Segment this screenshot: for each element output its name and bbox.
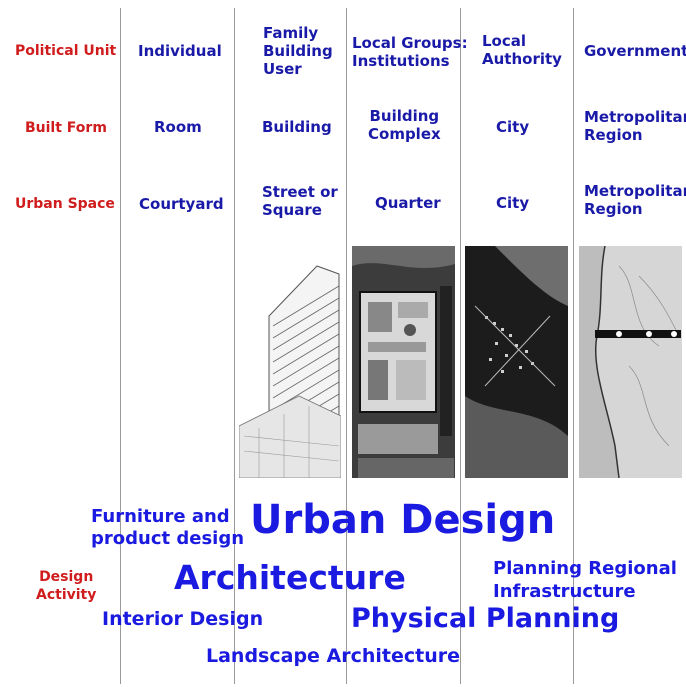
term-landscape-architecture: Landscape Architecture (206, 645, 461, 667)
regional-map-image (579, 246, 682, 478)
term-furniture-product-design: Furniture and product design (91, 506, 245, 549)
term-planning-regional-infrastructure: Planning Regional Infrastructure (493, 558, 677, 602)
urban-quarter: Quarter (375, 194, 441, 212)
political-local-groups: Local Groups: Institutions (352, 34, 468, 70)
urban-courtyard: Courtyard (139, 195, 224, 213)
column-divider (573, 8, 574, 684)
city-map-image (465, 246, 568, 478)
term-interior-design: Interior Design (102, 608, 264, 630)
political-individual: Individual (138, 42, 222, 60)
building-complex-aerial-image (352, 246, 455, 478)
built-building-complex: Building Complex (368, 107, 441, 143)
column-divider (120, 8, 121, 684)
political-local-authority: Local Authority (482, 32, 562, 68)
built-city: City (496, 118, 530, 136)
political-family-building-user: Family Building User (263, 24, 333, 78)
column-divider (234, 8, 235, 684)
term-architecture: Architecture (174, 558, 406, 597)
row-label-design-activity: Design Activity (36, 569, 97, 603)
building-sketch-image (239, 246, 341, 478)
built-building: Building (262, 118, 332, 136)
political-government: Government (584, 42, 686, 60)
urban-metropolitan-region: Metropolitan Region (584, 182, 686, 218)
row-label-urban-space: Urban Space (15, 196, 115, 212)
term-physical-planning: Physical Planning (351, 603, 620, 634)
row-label-political-unit: Political Unit (15, 43, 117, 59)
term-urban-design: Urban Design (250, 497, 556, 543)
row-label-built-form: Built Form (25, 120, 107, 136)
built-metropolitan-region: Metropolitan Region (584, 108, 686, 144)
urban-city: City (496, 194, 530, 212)
built-room: Room (154, 118, 202, 136)
column-divider (346, 8, 347, 684)
urban-street-or-square: Street or Square (262, 183, 338, 219)
column-divider (460, 8, 461, 684)
